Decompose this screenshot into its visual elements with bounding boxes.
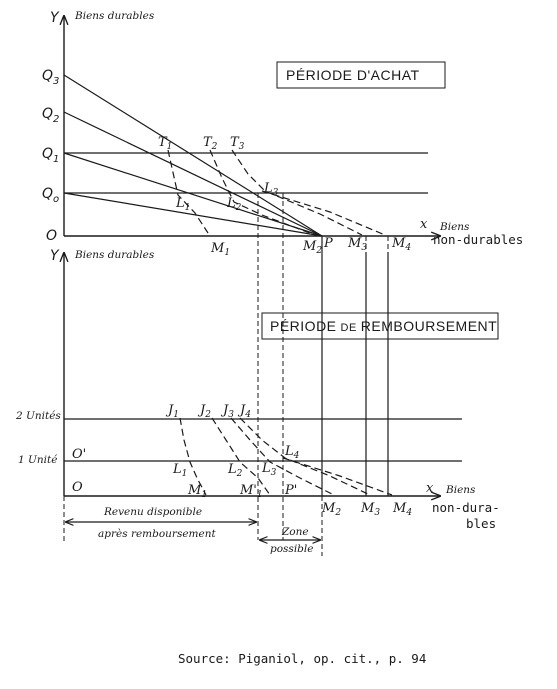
top-x-axis-label-2: non-durables <box>433 232 523 247</box>
bottom-x-axis-label-3: bles <box>466 516 496 531</box>
top-label-q2: Q2 <box>42 106 59 125</box>
bottom-label-l4: L4 <box>284 444 300 461</box>
bottom-label-j3: J3 <box>220 403 234 420</box>
bottom-label-l1: L1 <box>172 462 187 479</box>
top-label-t2: T2 <box>203 135 218 152</box>
top-curve-l3-m4 <box>261 190 386 236</box>
top-panel: Y Biens durables Q3 Q2 Q1 Qo O PÉRIODE D… <box>42 10 523 258</box>
top-budget-line-q1 <box>63 152 323 237</box>
zone-label-1: Zone <box>281 526 309 538</box>
top-label-t3: T3 <box>230 135 245 152</box>
top-label-l2: L2 <box>226 196 242 213</box>
top-label-l1: L1 <box>175 196 190 213</box>
top-budget-line-q2 <box>63 111 323 237</box>
top-label-l3: L3 <box>263 181 279 198</box>
top-curve-t2-m2 <box>209 149 316 236</box>
bottom-curve-j1-m1 <box>179 417 207 496</box>
revenue-label-1: Revenu disponible <box>103 506 202 518</box>
bottom-curve-j2-m1p <box>211 417 271 496</box>
cross-panel-verticals <box>257 193 389 540</box>
bottom-label-j4: J4 <box>237 403 251 420</box>
top-label-t1: T1 <box>158 135 172 152</box>
bottom-curve-l4-m4 <box>282 457 393 496</box>
bottom-origin-label: O <box>72 480 83 495</box>
top-label-m2: M2 <box>302 239 322 256</box>
bottom-curve-j3-m2 <box>230 417 335 496</box>
top-y-axis-label: Biens durables <box>74 10 155 22</box>
bottom-label-m2: M2 <box>321 501 341 518</box>
bottom-x-axis-label-2: non-dura- <box>432 500 500 515</box>
source-caption: Source: Piganiol, op. cit., p. 94 <box>178 651 426 666</box>
bottom-label-2-units: 2 Unités <box>15 410 61 422</box>
bottom-label-m4: M4 <box>392 501 412 518</box>
bottom-label-m1-prime: M'1 <box>239 483 263 500</box>
bottom-label-j1: J1 <box>165 403 179 420</box>
bottom-panel: Y Biens durables 2 Unités 1 Unité O' O P… <box>15 248 500 556</box>
top-label-m3: M3 <box>347 236 367 253</box>
bottom-label-m3: M3 <box>360 501 380 518</box>
top-title: PÉRIODE D'ACHAT <box>286 67 420 83</box>
bottom-label-j2: J2 <box>197 403 211 420</box>
top-label-m1: M1 <box>210 241 230 258</box>
top-label-q3: Q3 <box>42 68 59 87</box>
zone-label-2: possible <box>270 543 313 555</box>
bottom-label-1-unit: 1 Unité <box>18 454 57 466</box>
bottom-label-p-prime: P' <box>284 483 297 498</box>
top-y-axis-letter: Y <box>50 10 60 26</box>
top-x-axis-label-1: Biens <box>439 221 470 233</box>
top-x-axis-letter: x <box>420 217 428 232</box>
top-label-m4: M4 <box>391 236 411 253</box>
bottom-label-l3: L3 <box>261 461 277 478</box>
bottom-x-axis-label-1: Biens <box>445 484 476 496</box>
bottom-x-axis-letter: x <box>426 481 434 496</box>
top-label-q0: Qo <box>42 186 59 205</box>
bottom-y-axis-letter: Y <box>50 248 60 264</box>
bottom-curve-j4-m3 <box>239 417 371 496</box>
revenue-label-2: après remboursement <box>98 528 216 540</box>
bottom-y-axis-label: Biens durables <box>74 249 155 261</box>
top-title-box <box>276 61 446 89</box>
top-budget-line-q0 <box>63 192 323 237</box>
top-label-p: P <box>323 236 333 251</box>
top-label-q1: Q1 <box>42 146 59 165</box>
top-curve-t1-m1 <box>167 149 209 234</box>
bottom-title-box <box>261 312 499 340</box>
top-origin-label: O <box>46 228 57 244</box>
bottom-label-l2: L2 <box>227 462 243 479</box>
bottom-label-m1: M1 <box>187 483 207 500</box>
bottom-label-o-prime: O' <box>72 447 86 462</box>
top-budget-line-q3 <box>63 74 323 237</box>
